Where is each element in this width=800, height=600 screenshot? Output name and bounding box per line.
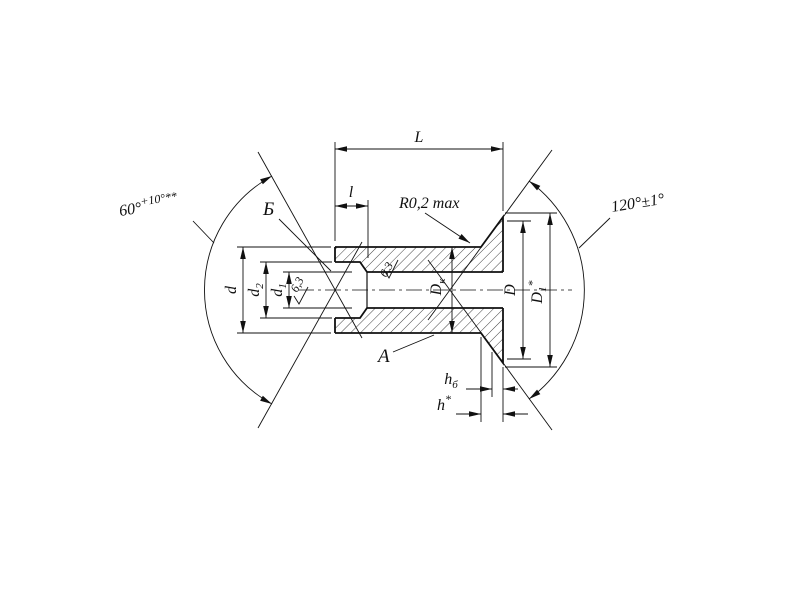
dim-D: D	[502, 220, 531, 360]
roughness-top-label: 6,3	[376, 260, 396, 280]
angle-left-label: 60°+10°**	[117, 189, 179, 220]
dim-D-label: D	[502, 284, 519, 297]
roughness-mark-top: 6,3	[376, 259, 399, 280]
roughness-check-icon	[293, 286, 309, 305]
leader-line	[392, 334, 435, 353]
construction-line	[427, 259, 553, 431]
roughness-mark-left: 6,3	[287, 275, 309, 305]
view-B-label: Б	[262, 199, 274, 220]
roughness-check-icon	[383, 259, 399, 279]
callout-A: А	[376, 334, 435, 367]
outline-bore-bottom	[335, 307, 503, 319]
dim-d-label: d	[223, 285, 240, 294]
leader-line	[278, 218, 332, 272]
dim-d1-label: d1	[269, 283, 289, 297]
leader-line	[578, 217, 611, 249]
dim-Dk: Dк	[428, 247, 455, 333]
dim-d2-label: d2	[246, 283, 266, 297]
dim-D1: D1*	[505, 212, 557, 368]
dim-hb-label: hб	[444, 371, 458, 391]
construction-line	[257, 151, 363, 339]
angle-right-label: 120°±1°	[610, 191, 666, 216]
construction-line	[257, 241, 363, 429]
angle-arc-right	[528, 180, 585, 400]
angle-arc-left	[204, 175, 273, 405]
hatch-bottom-wall	[335, 308, 503, 363]
angle-construction-left: 60°+10°**	[117, 151, 363, 429]
dim-d1: d1	[269, 271, 352, 309]
dim-d: d	[223, 246, 331, 334]
dim-L: L	[334, 129, 504, 241]
dim-h: h*	[437, 367, 528, 422]
callout-B: Б	[262, 199, 332, 272]
callout-radius: R0,2 max	[398, 195, 471, 244]
radius-note-label: R0,2 max	[398, 195, 459, 212]
leader-line	[424, 212, 471, 244]
hatch-top-wall	[335, 217, 503, 272]
roughness-left-label: 6,3	[287, 275, 306, 295]
dim-h-label: h*	[437, 392, 451, 414]
leader-line	[192, 220, 215, 244]
view-A-label: А	[376, 346, 390, 367]
dim-d2: d2	[246, 261, 332, 319]
dim-L-label: L	[414, 129, 424, 146]
dim-D1-label: D1*	[525, 280, 549, 304]
section-hatching	[335, 217, 503, 363]
dim-l: l	[335, 184, 369, 258]
dim-hb: hб	[444, 337, 518, 422]
dim-l-label: l	[349, 184, 354, 201]
construction-line	[427, 149, 553, 321]
dim-Dk-label: Dк	[428, 278, 448, 297]
outline-bore-top	[335, 261, 503, 273]
